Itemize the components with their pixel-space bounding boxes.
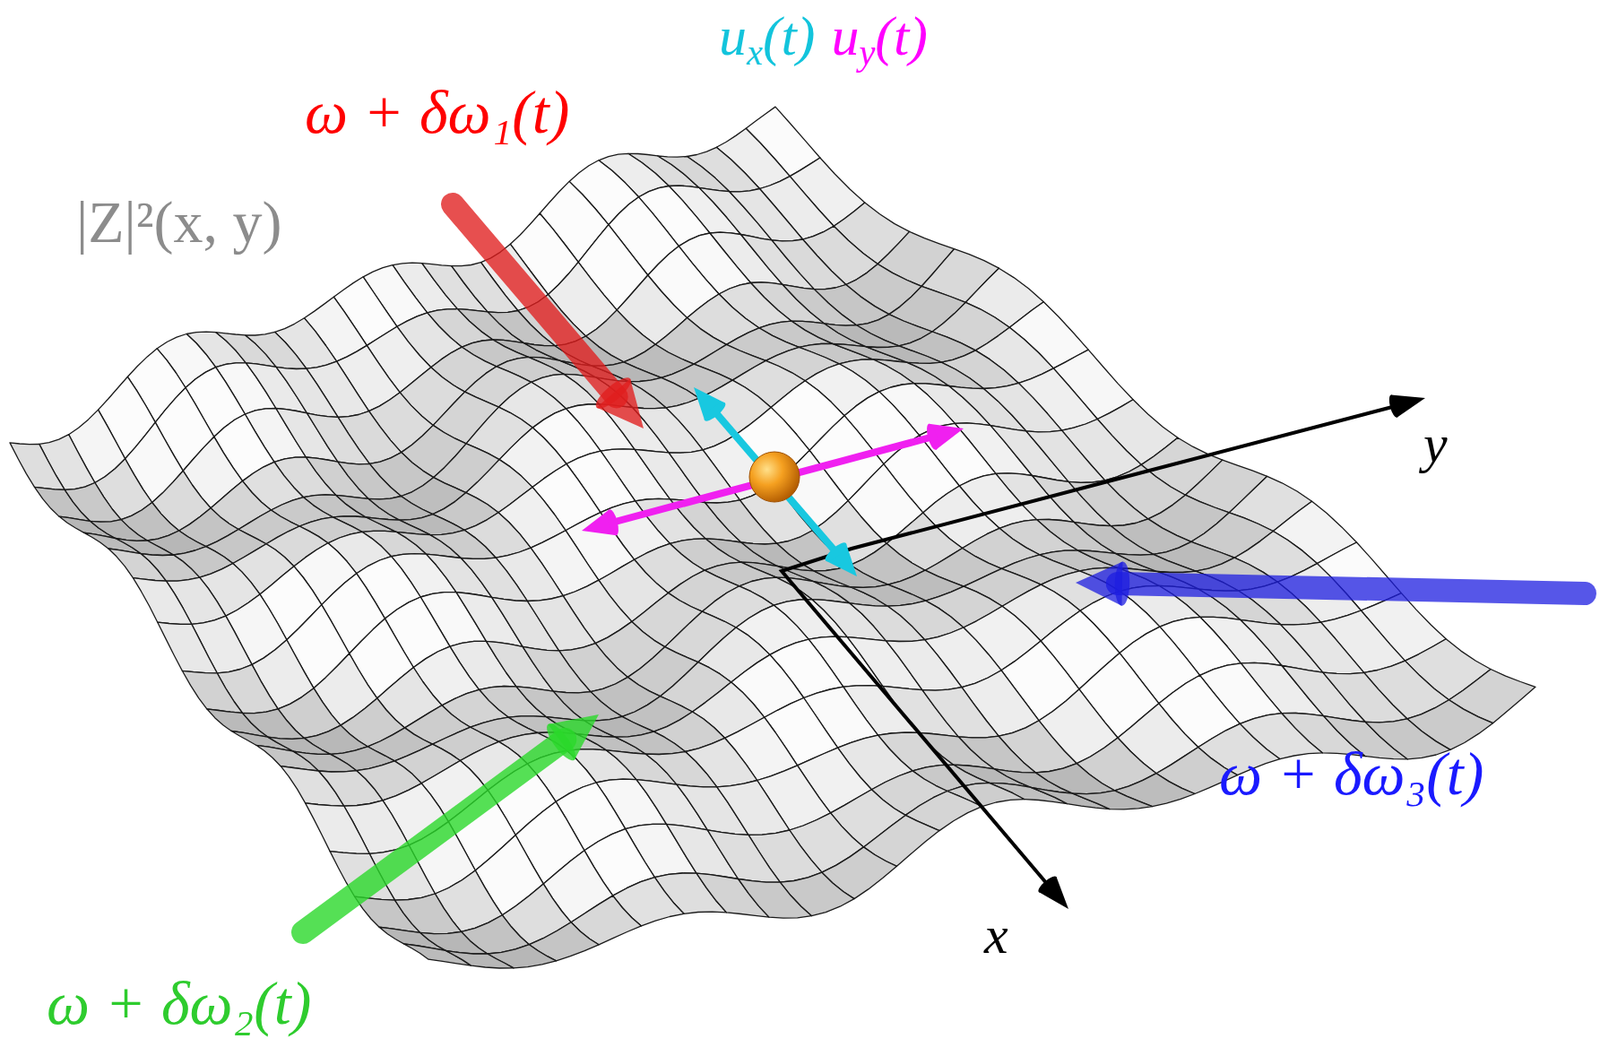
mesh-cell bbox=[738, 879, 813, 919]
mesh-cell bbox=[527, 596, 596, 651]
mesh-cell bbox=[9, 442, 65, 491]
mesh-cell bbox=[305, 803, 371, 854]
displacement-arrow-x bbox=[822, 539, 849, 564]
laser-beam-1 bbox=[591, 372, 635, 414]
mesh-cell bbox=[1036, 763, 1116, 795]
mesh-cell bbox=[1072, 790, 1153, 810]
mesh-cell bbox=[181, 670, 243, 713]
axis-label: x bbox=[984, 905, 1009, 965]
displacement-label: u bbox=[718, 5, 747, 67]
mesh-cell bbox=[307, 413, 371, 465]
mesh-cell bbox=[705, 500, 778, 545]
mesh-cell bbox=[319, 770, 384, 807]
mesh-cell bbox=[984, 382, 1063, 432]
laser-beam-1 bbox=[452, 204, 617, 397]
displacement-label: (t) bbox=[874, 5, 928, 67]
displacement-arrow-y bbox=[581, 423, 964, 537]
laser-beam-1 bbox=[452, 204, 644, 429]
mesh-cell bbox=[886, 640, 963, 691]
mesh-cell bbox=[614, 731, 685, 754]
displacement-label: u bbox=[830, 5, 859, 67]
axis-label: y bbox=[1423, 414, 1448, 474]
mesh-cell bbox=[522, 646, 591, 693]
laser-beam-3 bbox=[1075, 561, 1585, 606]
mesh-cell bbox=[132, 578, 191, 625]
mesh-cell bbox=[430, 529, 496, 559]
mesh-cell bbox=[368, 496, 433, 521]
mesh-cell bbox=[1026, 430, 1106, 483]
mesh-cell bbox=[1323, 672, 1408, 723]
displacement-arrow-x bbox=[711, 407, 840, 557]
mesh-cell bbox=[782, 284, 857, 326]
mesh-cell bbox=[337, 461, 402, 500]
beam-label: ω + δω₂(t) bbox=[46, 969, 312, 1038]
mesh-cell bbox=[157, 622, 217, 674]
displacement-arrow-x bbox=[701, 399, 728, 424]
laser-beam-2 bbox=[542, 719, 581, 765]
laser-beam-2 bbox=[302, 714, 599, 933]
displacement-arrow-y bbox=[925, 423, 941, 452]
particle bbox=[581, 387, 964, 577]
mesh-cell bbox=[553, 691, 623, 721]
mesh-cell bbox=[632, 407, 703, 454]
mesh-cell bbox=[445, 950, 514, 969]
mesh-cell bbox=[707, 830, 780, 883]
axis-line bbox=[781, 400, 1417, 897]
mesh-cell bbox=[849, 603, 926, 642]
subscript-label: y bbox=[858, 32, 875, 73]
axes bbox=[781, 393, 1426, 909]
mesh-cell bbox=[140, 553, 200, 582]
mesh-cell bbox=[1280, 622, 1365, 675]
mesh-cell bbox=[395, 893, 462, 935]
subscript-label: x bbox=[746, 32, 763, 73]
beam-label: ω + δω₃(t) bbox=[1219, 740, 1484, 808]
axis-arrowhead bbox=[1387, 393, 1402, 418]
axis-arrowhead bbox=[1036, 873, 1059, 895]
displacement-labels: ux(t)uy(t) bbox=[718, 5, 928, 74]
displacement-arrow-y bbox=[607, 435, 938, 524]
mesh-cell bbox=[922, 687, 999, 738]
displacement-arrow-x bbox=[693, 387, 857, 577]
beam-label: ω + δω₁(t) bbox=[304, 78, 570, 147]
displacement-label: (t) bbox=[762, 5, 816, 67]
mesh-cell bbox=[771, 239, 847, 290]
particle-sphere bbox=[749, 451, 800, 502]
laser-beam-2 bbox=[302, 739, 565, 933]
laser-beams bbox=[302, 204, 1585, 933]
laser-beam-3 bbox=[1114, 561, 1131, 606]
surface-mesh bbox=[9, 106, 1536, 969]
displacement-arrow-y bbox=[605, 508, 621, 537]
mesh-cell bbox=[717, 780, 790, 836]
intensity-label: |Z|²(x, y) bbox=[76, 190, 283, 256]
mesh-cell bbox=[729, 189, 804, 242]
mesh-cell bbox=[64, 483, 122, 523]
laser-beam-3 bbox=[1117, 583, 1585, 594]
